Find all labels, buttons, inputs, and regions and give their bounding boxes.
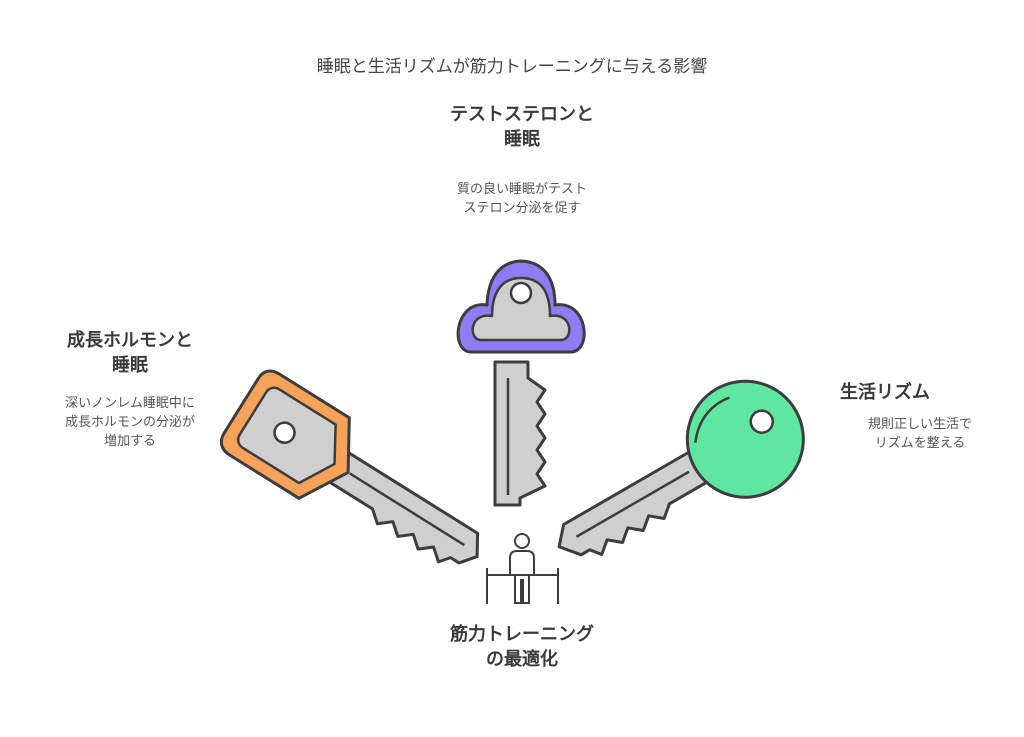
center-heading: 筋力トレーニング の最適化	[392, 622, 652, 672]
right-key-icon	[557, 379, 805, 557]
right-description: 規則正しい生活で リズムを整える	[820, 415, 1020, 453]
right-description-line-2: リズムを整える	[874, 436, 966, 451]
right-description-line-1: 規則正しい生活で	[867, 417, 972, 432]
left-heading-line-2: 睡眠	[112, 355, 148, 376]
left-heading: 成長ホルモンと 睡眠	[20, 328, 240, 378]
center-heading-line-1: 筋力トレーニング	[450, 624, 594, 645]
person-icon	[486, 533, 559, 604]
top-heading: テストステロンと 睡眠	[392, 102, 652, 152]
left-heading-line-1: 成長ホルモンと	[67, 330, 193, 351]
diagram-title: 睡眠と生活リズムが筋力トレーニングに与える影響	[316, 57, 708, 77]
top-key-icon	[456, 259, 586, 507]
left-description-line-2: 成長ホルモンの分泌が	[64, 415, 195, 430]
top-description-line-1: 質の良い睡眠がテスト	[456, 182, 587, 197]
left-description: 深いノンレム睡眠中に 成長ホルモンの分泌が 増加する	[20, 394, 240, 451]
right-heading: 生活リズム	[800, 380, 970, 405]
center-heading-line-2: の最適化	[486, 649, 558, 670]
left-key-icon	[219, 369, 480, 565]
left-description-line-3: 増加する	[103, 434, 156, 449]
right-heading-line-1: 生活リズム	[840, 382, 930, 403]
top-description-line-2: ステロン分泌を促す	[463, 201, 581, 216]
left-description-line-1: 深いノンレム睡眠中に	[65, 396, 195, 411]
top-heading-line-2: 睡眠	[504, 129, 540, 150]
top-heading-line-1: テストステロンと	[450, 104, 594, 125]
top-description: 質の良い睡眠がテスト ステロン分泌を促す	[412, 180, 632, 218]
